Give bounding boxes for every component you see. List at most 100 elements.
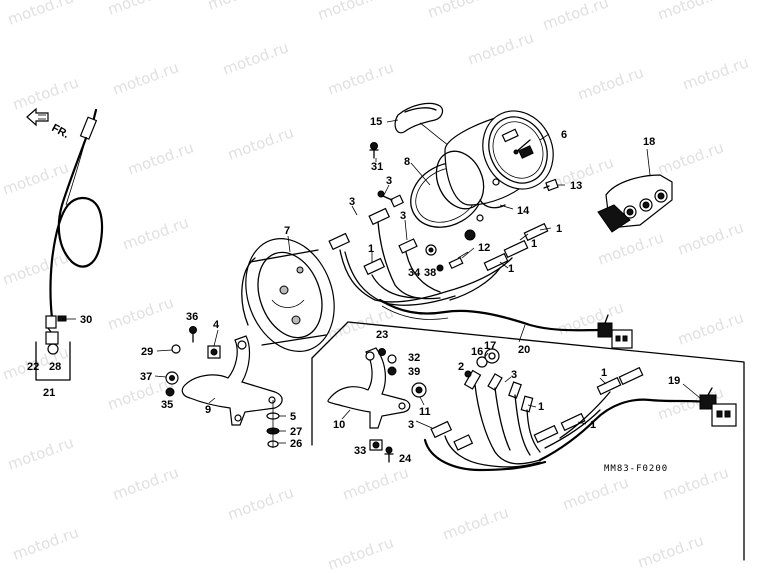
callout-31: 31 xyxy=(371,161,383,173)
callout-36: 36 xyxy=(186,311,198,323)
watermark: motod.ru xyxy=(540,0,611,34)
callout-3: 3 xyxy=(408,419,414,431)
watermark: motod.ru xyxy=(0,248,71,288)
callout-12: 12 xyxy=(478,242,490,254)
callout-23: 23 xyxy=(376,329,388,341)
callout-19: 19 xyxy=(668,375,680,387)
watermark: motod.ru xyxy=(680,53,751,93)
left-mount-bracket xyxy=(165,326,283,448)
callout-18: 18 xyxy=(643,136,655,148)
watermark: motod.ru xyxy=(660,463,731,503)
callout-4: 4 xyxy=(213,319,220,331)
watermark: motod.ru xyxy=(205,0,276,14)
callout-11: 11 xyxy=(419,406,431,418)
watermark: motod.ru xyxy=(635,531,706,571)
callout-6: 6 xyxy=(561,129,567,141)
watermark: motod.ru xyxy=(575,63,646,103)
callout-15: 15 xyxy=(370,116,382,128)
watermark: motod.ru xyxy=(655,0,726,24)
speedometer-cable xyxy=(35,108,104,381)
watermark: motod.ru xyxy=(110,58,181,98)
watermark: motod.ru xyxy=(5,0,76,29)
callout-7: 7 xyxy=(284,225,290,237)
callout-5: 5 xyxy=(290,411,296,423)
indicator-bracket xyxy=(597,174,673,233)
callout-1: 1 xyxy=(601,367,607,379)
callout-35: 35 xyxy=(161,399,173,411)
speedometer-assembly xyxy=(394,102,554,241)
callout-37: 37 xyxy=(140,371,152,383)
callout-13: 13 xyxy=(570,180,582,192)
callout-34: 34 xyxy=(408,267,421,279)
watermark: motod.ru xyxy=(10,523,81,563)
callout-28: 28 xyxy=(49,361,61,373)
callout-1: 1 xyxy=(508,263,514,275)
callout-32: 32 xyxy=(408,352,420,364)
watermark: motod.ru xyxy=(220,38,291,78)
callout-labels: 30 22 28 21 15 31 8 3 6 13 14 3 3 18 7 1… xyxy=(27,116,680,474)
callout-3: 3 xyxy=(511,369,517,381)
callout-33: 33 xyxy=(354,445,366,457)
callout-39: 39 xyxy=(408,366,420,378)
direction-label: FR. xyxy=(50,122,71,141)
watermark: motod.ru xyxy=(120,213,191,253)
callout-24: 24 xyxy=(399,453,412,465)
lower-wiring-harness xyxy=(423,348,737,472)
callout-9: 9 xyxy=(205,404,211,416)
watermark: motod.ru xyxy=(325,58,396,98)
callout-21: 21 xyxy=(43,387,55,399)
watermark: motod.ru xyxy=(440,503,511,543)
callout-38: 38 xyxy=(424,267,436,279)
callout-8: 8 xyxy=(404,156,410,168)
watermark: motod.ru xyxy=(225,123,296,163)
watermark: motod.ru xyxy=(425,0,496,22)
callout-29: 29 xyxy=(141,346,153,358)
callout-22: 22 xyxy=(27,361,39,373)
leader-lines xyxy=(62,119,701,444)
watermark: motod.ru xyxy=(0,158,71,198)
upper-wiring-harness xyxy=(328,142,633,349)
watermark: motod.ru xyxy=(465,28,536,68)
watermark: motod.ru xyxy=(225,483,296,523)
watermark: motod.ru xyxy=(10,73,81,113)
right-mount-bracket xyxy=(327,347,427,463)
callout-1: 1 xyxy=(531,238,537,250)
watermark: motod.ru xyxy=(105,0,176,19)
meter-case xyxy=(241,238,335,352)
diagram-code: MM83-F0200 xyxy=(604,464,668,474)
callout-30: 30 xyxy=(80,314,92,326)
watermark: motod.ru xyxy=(125,138,196,178)
callout-14: 14 xyxy=(517,205,530,217)
watermark: motod.ru xyxy=(325,533,396,573)
watermark: motod.ru xyxy=(675,218,746,258)
callout-3: 3 xyxy=(400,210,406,222)
callout-3: 3 xyxy=(386,175,392,187)
callout-20: 20 xyxy=(518,344,530,356)
watermark: motod.ru xyxy=(315,0,386,24)
watermark: motod.ru xyxy=(595,228,666,268)
front-arrow-icon xyxy=(26,107,49,127)
callout-16: 16 xyxy=(471,346,483,358)
watermark: motod.ru xyxy=(675,308,746,348)
callout-1: 1 xyxy=(538,401,544,413)
watermark: motod.ru xyxy=(560,473,631,513)
callout-1: 1 xyxy=(556,223,562,235)
callout-1: 1 xyxy=(368,243,374,255)
callout-1: 1 xyxy=(590,419,596,431)
watermark: motod.ru xyxy=(110,463,181,503)
callout-17: 17 xyxy=(484,340,496,352)
callout-3: 3 xyxy=(349,196,355,208)
callout-26: 26 xyxy=(290,438,302,450)
callout-2: 2 xyxy=(458,361,464,373)
watermark: motod.ru xyxy=(5,433,76,473)
watermark: motod.ru xyxy=(655,138,726,178)
callout-10: 10 xyxy=(333,419,345,431)
front-direction-marker: FR. xyxy=(26,107,71,141)
tachometer-subassembly-frame xyxy=(311,321,745,561)
watermark: motod.ru xyxy=(105,293,176,333)
callout-27: 27 xyxy=(290,426,302,438)
watermark: motod.ru xyxy=(340,463,411,503)
